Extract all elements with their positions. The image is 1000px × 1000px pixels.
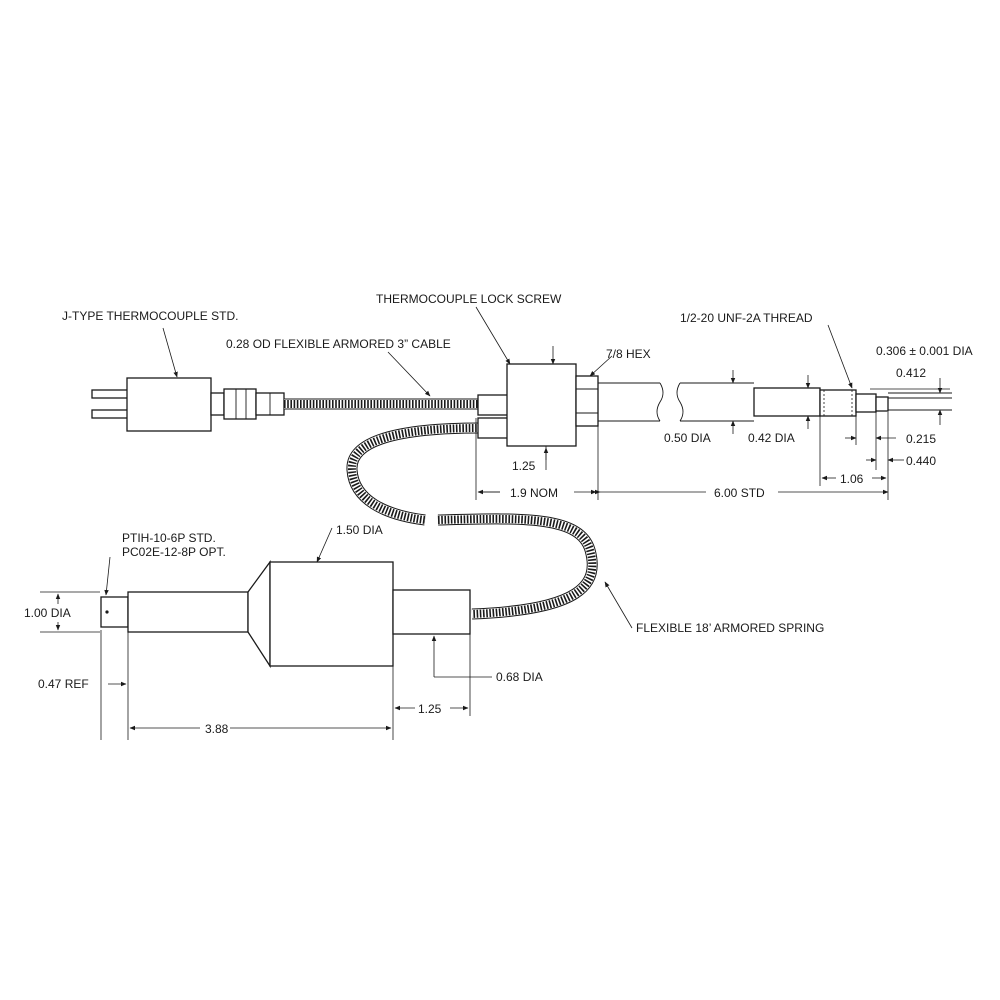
label-dim-388: 3.88 <box>205 722 229 736</box>
label-connector-opt: PC02E-12-8P OPT. <box>122 545 226 559</box>
label-armored-cable: 0.28 OD FLEXIBLE ARMORED 3” CABLE <box>226 337 451 351</box>
label-dim-150: 1.50 DIA <box>336 523 383 537</box>
thermocouple-plug <box>91 377 285 432</box>
label-dim-050: 0.50 DIA <box>664 431 711 445</box>
label-dim-0440: 0.440 <box>906 454 936 468</box>
labels: J-TYPE THERMOCOUPLE STD. 0.28 OD FLEXIBL… <box>24 292 973 736</box>
label-dim-600: 6.00 STD <box>714 486 765 500</box>
label-dim-047: 0.47 REF <box>38 677 89 691</box>
label-hex: 7/8 HEX <box>606 347 651 361</box>
label-dim-125-bottom: 1.25 <box>418 702 442 716</box>
label-dim-042: 0.42 DIA <box>748 431 795 445</box>
label-connector-std: PTIH-10-6P STD. <box>122 531 216 545</box>
label-dim-0215: 0.215 <box>906 432 936 446</box>
label-dim-19: 1.9 NOM <box>510 486 558 500</box>
label-dim-100: 1.00 DIA <box>24 606 71 620</box>
label-dim-106: 1.06 <box>840 472 864 486</box>
label-tip-dia: 0.306 ± 0.001 DIA <box>876 344 973 358</box>
label-dim-412: 0.412 <box>896 366 926 380</box>
label-thread: 1/2-20 UNF-2A THREAD <box>680 311 813 325</box>
label-dim-125-top: 1.25 <box>512 459 536 473</box>
label-dim-068: 0.68 DIA <box>496 670 543 684</box>
lock-screw-body <box>477 363 664 447</box>
armored-spring <box>346 422 598 620</box>
label-j-type: J-TYPE THERMOCOUPLE STD. <box>62 309 238 323</box>
transducer-body <box>100 560 471 669</box>
dimension-lines <box>40 306 950 740</box>
label-spring: FLEXIBLE 18’ ARMORED SPRING <box>636 621 824 635</box>
label-lock-screw: THERMOCOUPLE LOCK SCREW <box>376 292 562 306</box>
